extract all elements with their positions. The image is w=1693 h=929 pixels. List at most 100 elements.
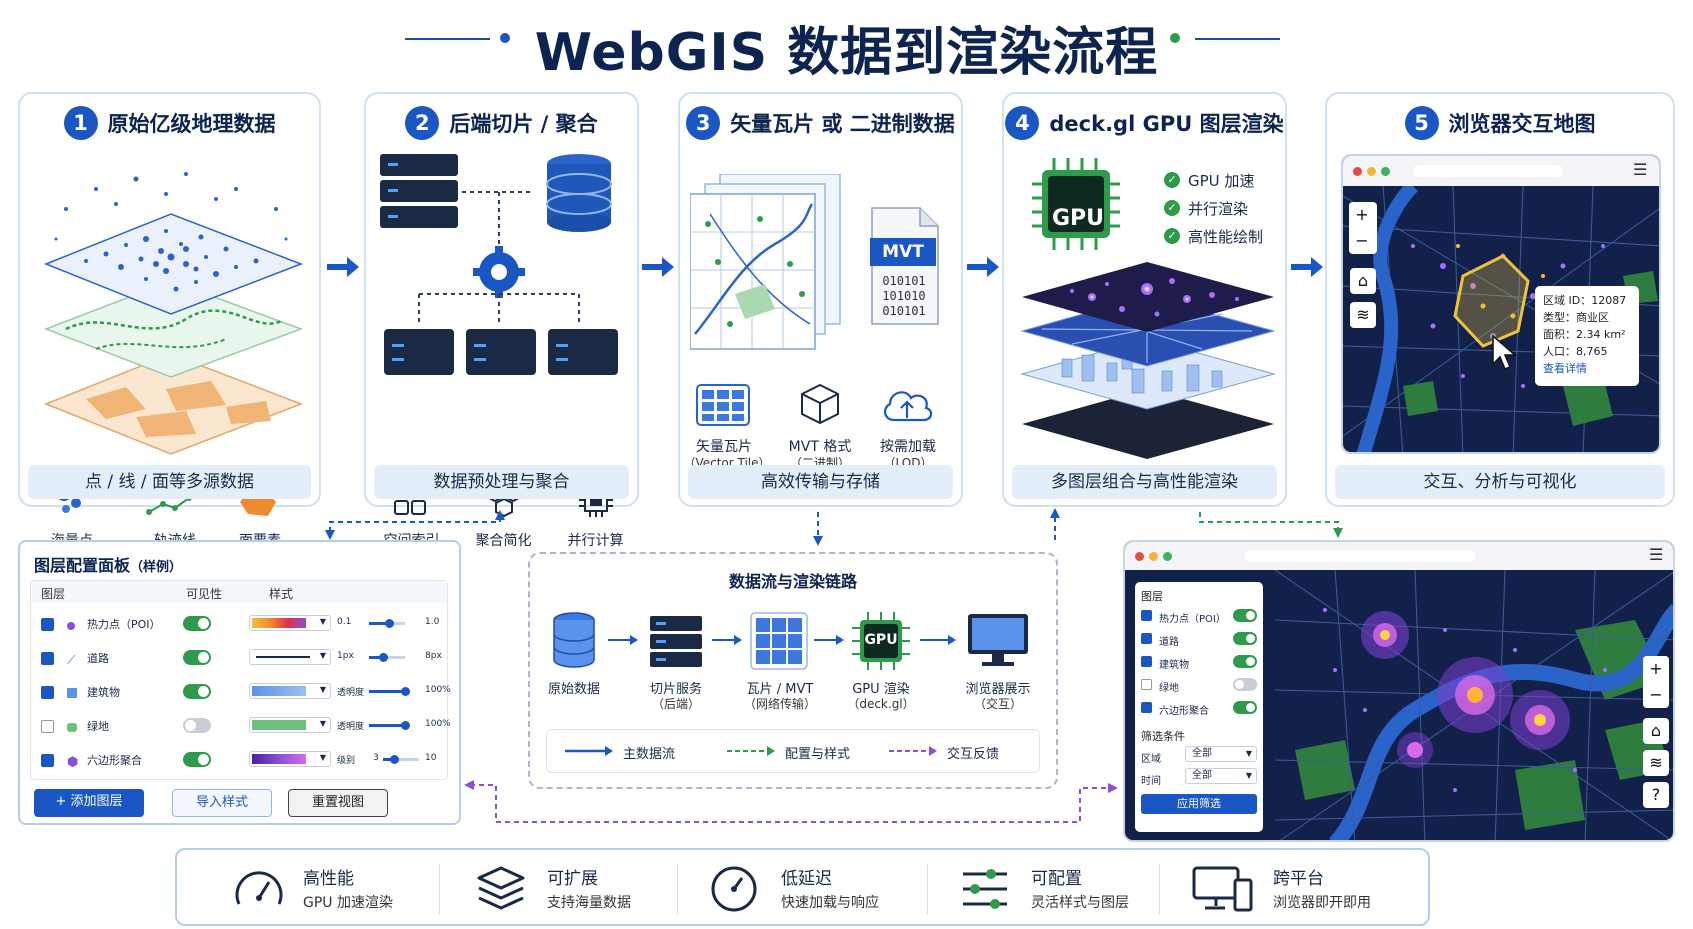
style-select[interactable]: ▼ — [249, 751, 331, 767]
layer-visibility-checkbox[interactable] — [41, 652, 54, 665]
filter-label: 区域 — [1141, 754, 1161, 765]
browser-chrome: ☰ — [1125, 542, 1673, 570]
menu-icon[interactable]: ☰ — [1633, 160, 1648, 179]
layer-visibility-toggle[interactable] — [183, 718, 211, 733]
time-select[interactable]: 全部▼ — [1185, 768, 1257, 784]
style-select[interactable]: ▼ — [249, 649, 331, 665]
layer-visibility-toggle[interactable] — [183, 752, 211, 767]
zoom-out-button[interactable]: − — [1643, 682, 1669, 708]
mvt-package-icon — [801, 383, 839, 425]
feature-title: 可扩展 — [547, 869, 598, 889]
region-select[interactable]: 全部▼ — [1185, 746, 1257, 762]
mvt-file-icon — [870, 207, 939, 325]
style-select[interactable]: ▼ — [249, 683, 331, 699]
chevron-down-icon: ▼ — [319, 651, 326, 660]
feature-divider — [439, 864, 440, 914]
chevron-down-icon: ▼ — [319, 617, 326, 626]
layer-checkbox[interactable] — [1141, 610, 1152, 621]
title-line-right — [1195, 38, 1280, 40]
check-icon: ✓ — [1164, 172, 1180, 188]
layer-visibility-toggle[interactable] — [183, 684, 211, 699]
address-bar[interactable] — [1245, 550, 1475, 562]
home-button[interactable]: ⌂ — [1643, 718, 1669, 744]
style-select[interactable]: ▼ — [249, 615, 331, 631]
data-flow-panel: 数据流与渲染链路 GPU 原始数据 切片服务 （后端） 瓦片 / MVT （网络… — [528, 552, 1058, 789]
reset-view-button[interactable]: 重置视图 — [288, 789, 388, 817]
home-button[interactable]: ⌂ — [1350, 268, 1376, 294]
devices-icon — [1192, 866, 1253, 912]
window-minimize-dot[interactable] — [1149, 552, 1158, 561]
layer-checkbox[interactable] — [1141, 702, 1152, 713]
layer-checkbox[interactable] — [1141, 656, 1152, 667]
layer-toggle[interactable] — [1233, 701, 1257, 714]
stage-card-3: 3 矢量瓦片 或 二进制数据 MVT 010101 101010 010101 — [678, 92, 963, 507]
add-layer-button[interactable]: + 添加图层 — [34, 789, 144, 817]
browser-chrome: ☰ — [1343, 156, 1659, 186]
chevron-down-icon: ▼ — [319, 685, 326, 694]
stage-number: 3 — [686, 106, 721, 140]
layer-visibility-toggle[interactable] — [183, 650, 211, 665]
poi-dot-icon — [67, 615, 75, 634]
import-style-button[interactable]: 导入样式 — [172, 789, 272, 817]
zoom-in-button[interactable]: + — [1349, 202, 1375, 228]
layer-name: 六边形聚合 — [1159, 706, 1209, 717]
window-maximize-dot[interactable] — [1381, 167, 1390, 176]
mvt-binary: 010101 101010 010101 — [882, 274, 926, 318]
interactive-map-canvas[interactable] — [1343, 186, 1661, 454]
stage-title: 矢量瓦片 或 二进制数据 — [730, 112, 955, 136]
gpu-chip-label: GPU — [1051, 206, 1105, 231]
layer-toggle[interactable] — [1233, 632, 1257, 645]
stage-footer: 高效传输与存储 — [688, 465, 953, 499]
heatmap-map-canvas[interactable] — [1275, 570, 1675, 842]
flow-step-label: 瓦片 / MVT — [746, 682, 814, 697]
window-close-dot[interactable] — [1135, 552, 1144, 561]
vector-tile-icon — [696, 384, 750, 426]
window-close-dot[interactable] — [1353, 167, 1362, 176]
layer-name: 热力点（POI） — [87, 618, 161, 631]
apply-filter-button[interactable]: 应用筛选 — [1141, 794, 1257, 814]
window-maximize-dot[interactable] — [1163, 552, 1172, 561]
layer-toggle[interactable] — [1233, 609, 1257, 622]
layer-visibility-checkbox[interactable] — [41, 618, 54, 631]
gauge-icon — [235, 871, 283, 905]
feature-title: 高性能 — [303, 869, 354, 889]
view-details-link[interactable]: 查看详情 — [1543, 362, 1587, 375]
style-slider[interactable] — [369, 653, 405, 662]
layers-button[interactable]: ≋ — [1350, 302, 1376, 328]
gpu-icon-label: GPU — [864, 632, 898, 648]
slider-max-label: 100% — [425, 719, 451, 729]
help-button[interactable]: ? — [1643, 782, 1669, 808]
layer-toggle[interactable] — [1233, 655, 1257, 668]
layer-checkbox[interactable] — [1141, 679, 1152, 690]
flow-step-sub: （网络传输） — [743, 697, 816, 711]
slider-value-label: 3 — [373, 753, 379, 763]
tile-grid-icon — [750, 612, 808, 670]
style-slider[interactable] — [383, 755, 419, 764]
flow-title: 数据流与渲染链路 — [728, 572, 857, 591]
layer-visibility-checkbox[interactable] — [41, 754, 54, 767]
layer-name: 绿地 — [1159, 683, 1179, 694]
layer-visibility-checkbox[interactable] — [41, 720, 54, 733]
layer-visibility-toggle[interactable] — [183, 616, 211, 631]
zoom-controls: + − — [1643, 656, 1669, 708]
menu-icon[interactable]: ☰ — [1649, 545, 1664, 564]
layer-visibility-checkbox[interactable] — [41, 686, 54, 699]
layer-table: 图层 可见性 样式 热力点（POI） ▼ 0.1 1.0 ⟋ 道路 ▼ 1px — [30, 580, 451, 780]
address-bar[interactable] — [1413, 165, 1563, 177]
zoom-in-button[interactable]: + — [1643, 656, 1669, 682]
browser-map-window: ☰ + − ⌂ ≋ 区域 ID：12087 — [1341, 154, 1661, 454]
layers-button[interactable]: ≋ — [1643, 750, 1669, 776]
stage-item-label: MVT 格式 — [788, 439, 852, 455]
style-slider[interactable] — [369, 619, 405, 628]
style-select[interactable]: ▼ — [249, 717, 331, 733]
style-slider[interactable] — [369, 721, 410, 730]
zoom-out-button[interactable]: − — [1349, 228, 1375, 254]
stage-item-label: 按需加载 — [880, 439, 936, 455]
window-minimize-dot[interactable] — [1367, 167, 1376, 176]
layer-checkbox[interactable] — [1141, 633, 1152, 644]
flow-step-sub: （交互） — [973, 697, 1022, 711]
style-slider[interactable] — [369, 687, 410, 696]
layer-toggle[interactable] — [1233, 678, 1257, 691]
sliders-icon — [963, 869, 1007, 909]
